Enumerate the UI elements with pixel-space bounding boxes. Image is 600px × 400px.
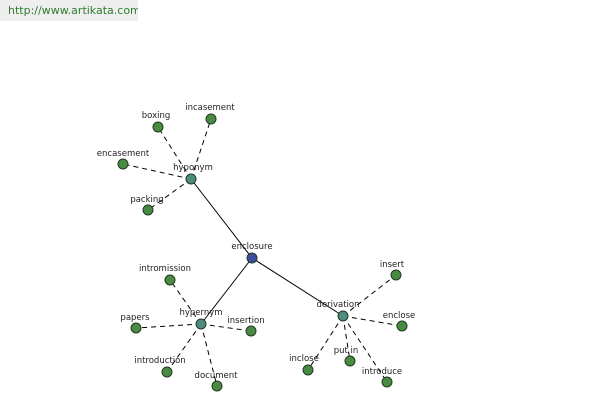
- edge-hyponym-incasement: [190, 118, 212, 180]
- word-node-dot[interactable]: [161, 366, 173, 378]
- word-node-inclose[interactable]: inclose: [289, 354, 319, 376]
- word-node-papers[interactable]: papers: [120, 313, 150, 334]
- graph-nodes: incasement boxing encasement packing intromi…: [97, 103, 416, 392]
- word-node-put-in[interactable]: put in: [334, 346, 359, 367]
- root-node-label: enclosure: [231, 242, 272, 252]
- word-node-label: papers: [120, 313, 150, 323]
- edge-hypernym-introduction: [166, 323, 202, 373]
- word-node-label: packing: [130, 195, 163, 205]
- word-node-dot[interactable]: [152, 121, 164, 133]
- word-node-label: incasement: [185, 103, 235, 113]
- root-node-enclosure[interactable]: enclosure: [231, 242, 273, 264]
- relation-node-hyponym[interactable]: hyponym: [173, 163, 213, 185]
- word-node-dot[interactable]: [205, 113, 217, 125]
- word-node-dot[interactable]: [117, 158, 129, 170]
- edge-derivation-introduce: [342, 315, 388, 383]
- word-node-insertion[interactable]: insertion: [227, 316, 265, 337]
- word-node-label: document: [195, 371, 239, 381]
- relation-node-hypernym[interactable]: hypernym: [179, 308, 223, 330]
- relation-node-label: derivation: [316, 300, 359, 310]
- word-node-enclose[interactable]: enclose: [383, 311, 416, 332]
- edge-hyponym-encasement: [122, 163, 192, 180]
- word-node-dot[interactable]: [381, 376, 393, 388]
- word-node-label: introduce: [362, 367, 402, 377]
- edge-hypernym-papers: [135, 323, 202, 329]
- edge-enclosure-hyponym: [190, 178, 253, 259]
- word-node-dot[interactable]: [396, 320, 408, 332]
- edge-hyponym-boxing: [157, 126, 192, 180]
- edge-derivation-insert: [342, 274, 397, 317]
- word-node-intromission[interactable]: intromission: [139, 264, 191, 286]
- relation-node-label: hyponym: [173, 163, 213, 173]
- graph-edges: [122, 118, 403, 387]
- word-node-document[interactable]: document: [195, 371, 239, 392]
- edge-hypernym-document: [200, 323, 218, 387]
- word-node-label: insert: [380, 260, 405, 270]
- word-node-boxing[interactable]: boxing: [142, 111, 171, 133]
- word-node-dot[interactable]: [390, 269, 402, 281]
- edge-enclosure-hypernym: [200, 257, 253, 325]
- word-node-incasement[interactable]: incasement: [185, 103, 235, 125]
- word-node-label: inclose: [289, 354, 319, 364]
- word-node-label: encasement: [97, 149, 150, 159]
- word-node-dot[interactable]: [344, 355, 356, 367]
- word-node-dot[interactable]: [130, 322, 142, 334]
- relation-node-label: hypernym: [179, 308, 222, 318]
- word-node-dot[interactable]: [164, 274, 176, 286]
- word-node-label: introduction: [134, 356, 185, 366]
- word-node-packing[interactable]: packing: [130, 195, 164, 216]
- relation-node-derivation[interactable]: derivation: [316, 300, 360, 322]
- word-node-label: put in: [334, 346, 359, 356]
- relation-node-dot[interactable]: [195, 318, 207, 330]
- word-node-label: insertion: [227, 316, 264, 326]
- root-node-dot[interactable]: [246, 252, 258, 264]
- word-node-dot[interactable]: [302, 364, 314, 376]
- relation-node-dot[interactable]: [185, 173, 197, 185]
- word-node-label: intromission: [139, 264, 191, 274]
- word-node-label: boxing: [142, 111, 171, 121]
- word-node-introduction[interactable]: introduction: [134, 356, 186, 378]
- edge-derivation-inclose: [307, 315, 344, 371]
- edge-derivation-enclose: [342, 315, 403, 327]
- relation-node-dot[interactable]: [337, 310, 349, 322]
- word-node-dot[interactable]: [211, 380, 223, 392]
- word-node-encasement[interactable]: encasement: [97, 149, 150, 170]
- edge-derivation-put-in: [342, 315, 351, 362]
- edge-enclosure-derivation: [251, 257, 344, 317]
- word-node-insert[interactable]: insert: [380, 260, 405, 281]
- word-node-dot[interactable]: [142, 204, 154, 216]
- word-node-dot[interactable]: [245, 325, 257, 337]
- word-node-introduce[interactable]: introduce: [362, 367, 402, 388]
- source-url-link[interactable]: http://www.artikata.com: [0, 0, 138, 21]
- word-node-label: enclose: [383, 311, 416, 321]
